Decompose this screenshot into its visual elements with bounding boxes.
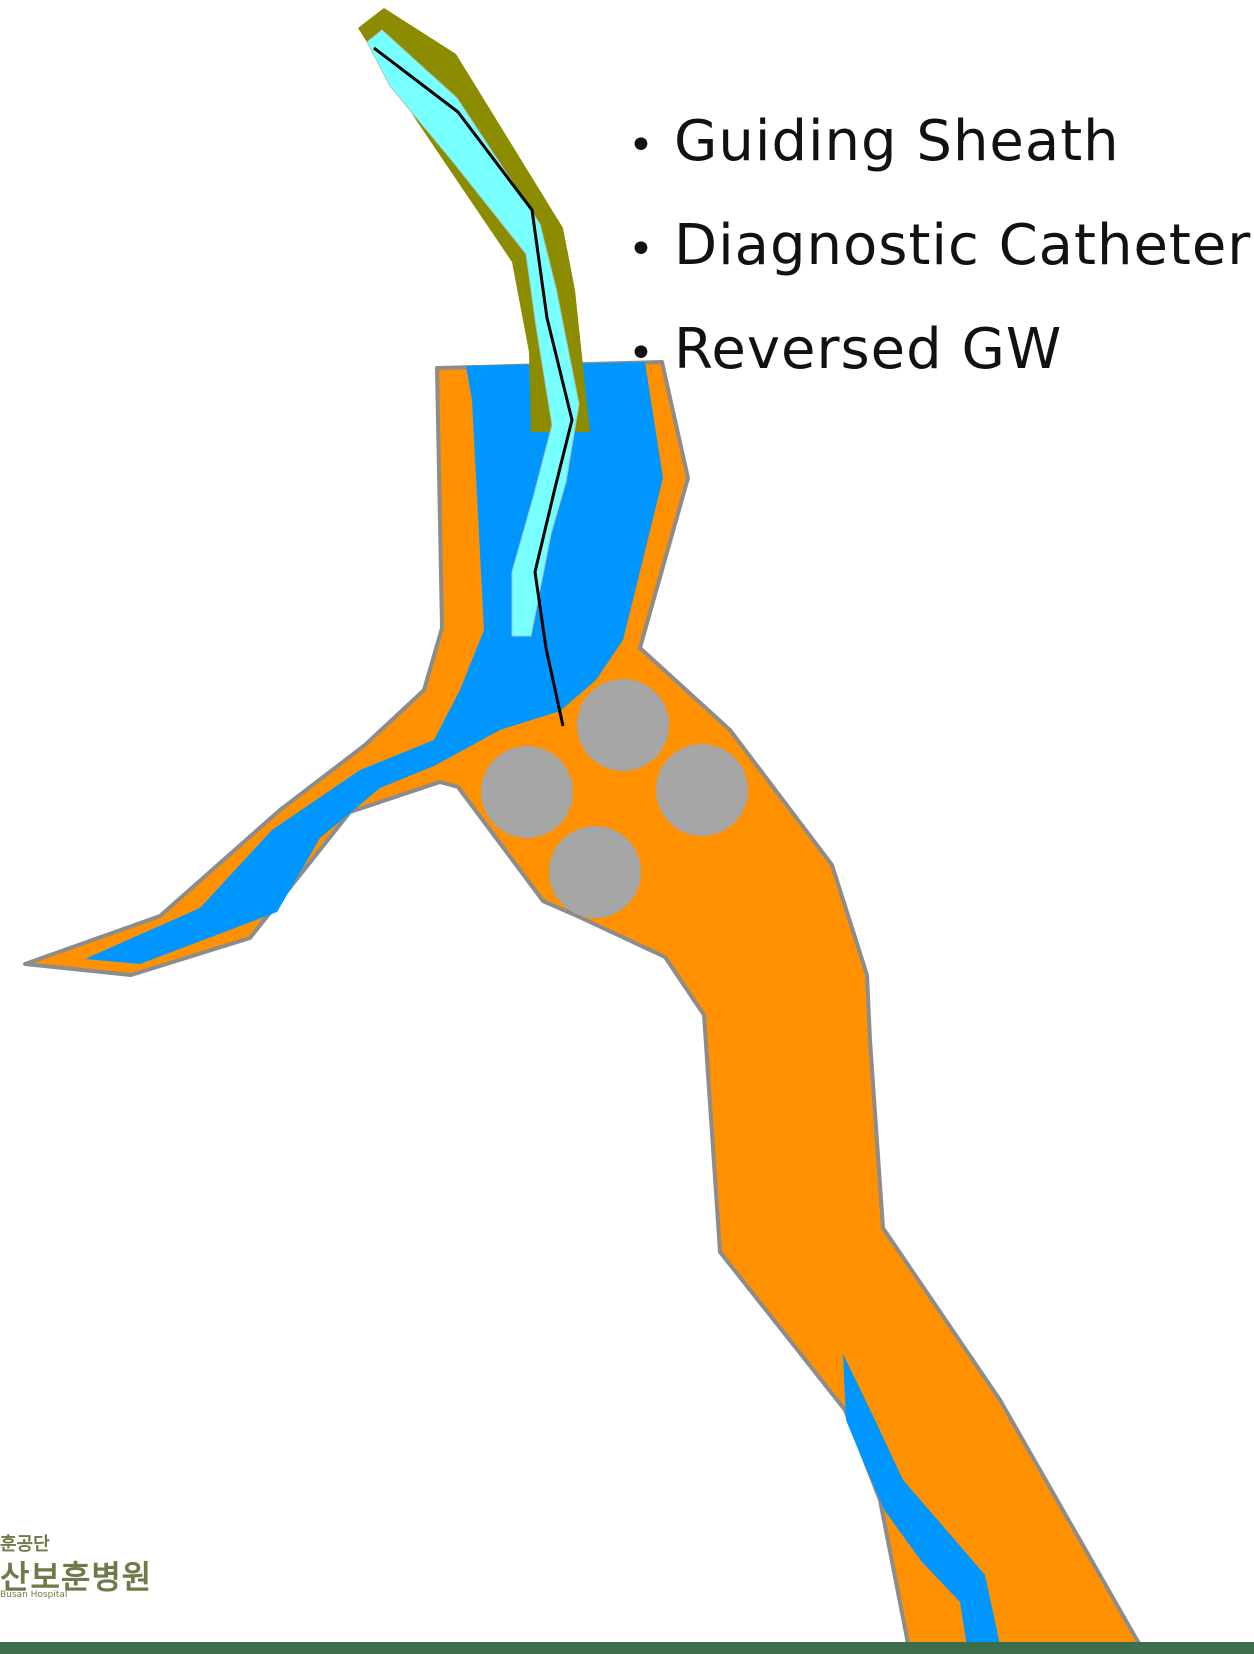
legend-item-guiding-sheath: •Guiding Sheath <box>628 104 1251 208</box>
thrombus-4 <box>549 826 641 918</box>
legend-label: Reversed GW <box>674 317 1062 382</box>
thrombus-3 <box>656 744 748 836</box>
thrombus-1 <box>577 679 669 771</box>
legend-label: Guiding Sheath <box>674 109 1120 174</box>
bullet-icon: • <box>628 108 674 184</box>
legend-list: •Guiding Sheath •Diagnostic Catheter •Re… <box>628 104 1251 416</box>
logo-line-3: Busan Hospital <box>0 1590 67 1600</box>
thrombus-2 <box>481 746 573 838</box>
legend-item-diagnostic-catheter: •Diagnostic Catheter <box>628 208 1251 312</box>
footer-bar <box>0 1642 1254 1654</box>
bullet-icon: • <box>628 212 674 288</box>
hospital-logo: 훈공단 산보훈병원 Busan Hospital <box>0 1528 170 1618</box>
legend-label: Diagnostic Catheter <box>674 213 1251 278</box>
bullet-icon: • <box>628 316 674 392</box>
legend-item-reversed-gw: •Reversed GW <box>628 312 1251 416</box>
